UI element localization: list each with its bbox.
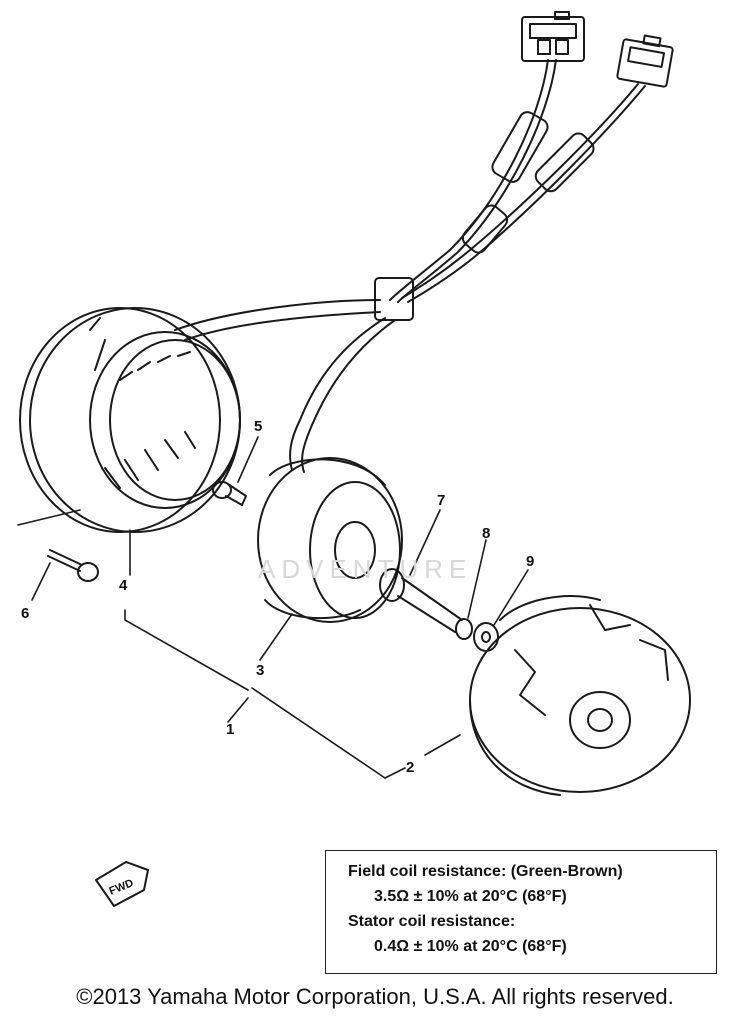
spec-line-4: 0.4Ω ± 10% at 20°C (68°F) (374, 938, 567, 955)
callout-7: 7 (437, 492, 445, 509)
wire-harness (174, 59, 646, 473)
spec-line-3: Stator coil resistance: (348, 913, 516, 930)
watermark: ADVENTURE (258, 554, 472, 584)
callout-9: 9 (526, 553, 534, 570)
bolt-part-6 (47, 549, 99, 582)
fwd-label: FWD (108, 877, 136, 898)
copyright-notice: ©2013 Yamaha Motor Corporation, U.S.A. A… (76, 984, 674, 1009)
fwd-arrow-icon (95, 861, 149, 907)
callout-6: 6 (21, 605, 29, 622)
rotor (469, 595, 691, 796)
spec-line-2: 3.5Ω ± 10% at 20°C (68°F) (374, 888, 567, 905)
connector-plug-left (521, 11, 585, 62)
callout-2: 2 (406, 759, 414, 776)
callout-8: 8 (482, 525, 490, 542)
spec-line-1: Field coil resistance: (Green-Brown) (348, 863, 623, 880)
connector-plug-right (616, 34, 674, 88)
leader-lines (17, 436, 529, 779)
stator-ring (19, 307, 241, 533)
screw-part-5 (212, 481, 247, 506)
resistance-spec-box: Field coil resistance: (Green-Brown) 3.5… (325, 850, 717, 974)
field-coil (257, 457, 403, 623)
callout-3: 3 (256, 662, 264, 679)
callout-4: 4 (119, 577, 128, 594)
washer-part-8 (455, 618, 473, 640)
callout-5: 5 (254, 418, 262, 435)
washer-part-9 (473, 622, 499, 652)
callout-1: 1 (226, 721, 234, 738)
bolt-part-7 (379, 568, 463, 633)
